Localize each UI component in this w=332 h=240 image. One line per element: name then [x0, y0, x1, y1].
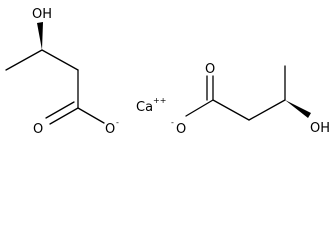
- carbonyl-double-bond: [49, 107, 79, 125]
- carboxylate-charge: -: [171, 118, 174, 127]
- hydroxyl-label: OH: [32, 7, 52, 22]
- calcium-cation: Ca ++: [136, 96, 166, 115]
- carbonyl-oxygen-label: O: [205, 62, 215, 77]
- carboxylate-bond: [185, 99, 214, 117]
- chain-bond: [41, 49, 79, 71]
- hydroxyl-label: OH: [310, 121, 330, 136]
- left-hydroxybutanoate-anion: OH O O -: [5, 7, 119, 137]
- carboxylate-bond: [77, 107, 105, 124]
- chain-bond: [212, 99, 250, 121]
- carboxylate-oxygen-label: O: [105, 122, 115, 137]
- chain-bond: [248, 99, 286, 121]
- stereo-wedge-bond: [37, 22, 43, 50]
- calcium-charge: ++: [153, 96, 166, 105]
- methyl-bond: [5, 49, 43, 71]
- calcium-label: Ca: [136, 100, 153, 115]
- calcium-3-hydroxybutyrate-structure: OH O O - Ca ++ O - O OH: [5, 7, 330, 137]
- right-hydroxybutanoate-anion: O - O OH: [171, 62, 330, 137]
- carbonyl-oxygen-label: O: [33, 122, 43, 137]
- stereo-wedge-bond: [285, 100, 311, 118]
- carboxylate-oxygen-label: O: [176, 122, 186, 137]
- carbonyl-double-bond: [45, 101, 75, 119]
- carboxylate-charge: -: [116, 118, 119, 127]
